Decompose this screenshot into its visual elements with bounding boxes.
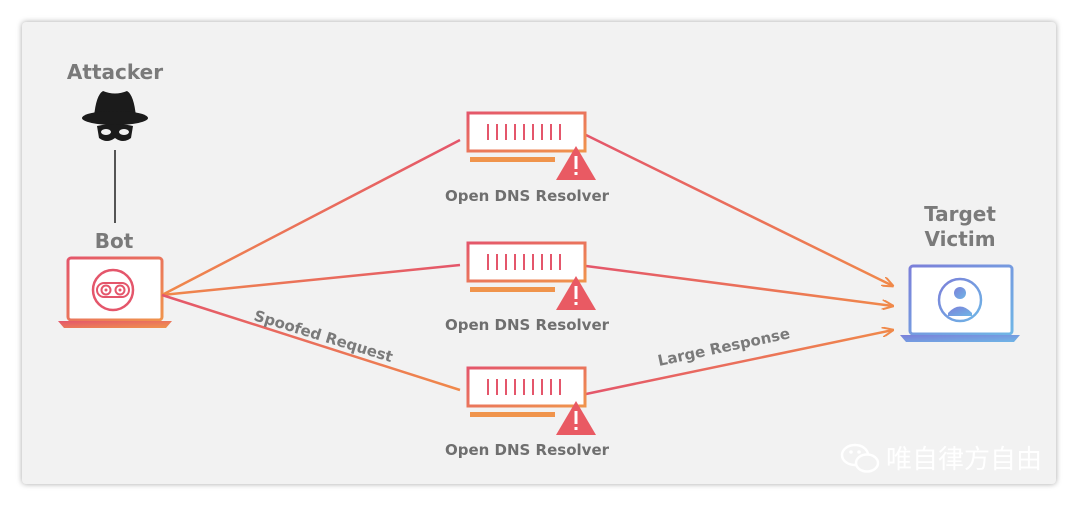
server-warning-icon: [466, 241, 596, 310]
large-response-label: Large Response: [656, 324, 791, 370]
edge-resolver-3-target: [585, 330, 893, 396]
bot-label: Bot: [95, 229, 134, 253]
hat-spy-icon: [82, 91, 148, 141]
edge-resolver-1-target: [585, 133, 893, 286]
edge-bot-resolver-2: [161, 263, 461, 297]
server-warning-icon: [466, 366, 596, 435]
target-label-line1: Target: [924, 202, 996, 226]
resolver-2-label: Open DNS Resolver: [445, 316, 610, 334]
wechat-icon: [840, 443, 880, 473]
resolver-3-label: Open DNS Resolver: [445, 441, 610, 459]
robot-laptop-icon: [58, 256, 172, 328]
edge-bot-resolver-3: [161, 293, 461, 392]
server-warning-icon: [466, 111, 596, 180]
watermark-text: 唯自律方自由: [886, 445, 1042, 475]
resolver-1-label: Open DNS Resolver: [445, 187, 610, 205]
target-label-line2: Victim: [924, 227, 995, 251]
edge-bot-resolver-1: [161, 138, 461, 297]
attacker-label: Attacker: [67, 60, 163, 84]
spoofed-request-label: Spoofed Request: [252, 307, 395, 366]
user-laptop-icon: [900, 264, 1020, 342]
edge-resolver-2-target: [585, 264, 893, 306]
